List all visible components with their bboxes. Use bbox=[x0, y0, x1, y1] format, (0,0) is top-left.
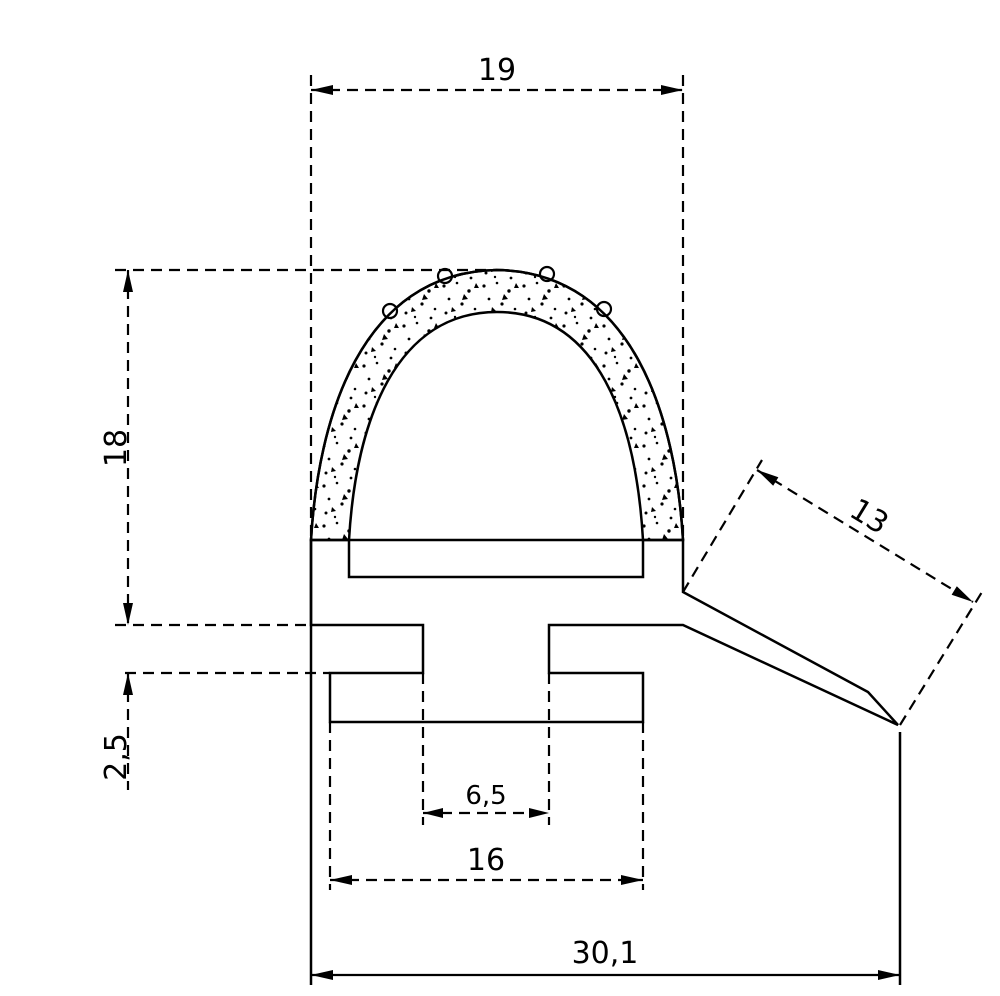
bulb-rib bbox=[595, 300, 613, 318]
dimension-top-width: 19 bbox=[309, 53, 685, 540]
dim-label: 19 bbox=[478, 53, 516, 88]
dimension-overall-width: 30,1 bbox=[311, 936, 900, 980]
dimension-neck-width: 6,5 bbox=[421, 673, 551, 825]
dim-label: 30,1 bbox=[572, 936, 639, 971]
dim-label: 13 bbox=[844, 492, 895, 542]
dim-label: 6,5 bbox=[465, 781, 506, 811]
dimension-bulb-height: 18 bbox=[99, 268, 497, 627]
dim-label: 18 bbox=[99, 429, 134, 467]
dim-label: 16 bbox=[467, 843, 505, 878]
dimension-lip-length: 13 bbox=[682, 459, 983, 726]
dim-label: 2,5 bbox=[99, 733, 134, 781]
bulb-rib bbox=[381, 302, 399, 320]
dimension-slot-height: 2,5 bbox=[99, 671, 330, 790]
foam-bulb bbox=[309, 265, 685, 542]
profile-body bbox=[309, 538, 902, 985]
dimension-base-width: 16 bbox=[328, 722, 645, 890]
